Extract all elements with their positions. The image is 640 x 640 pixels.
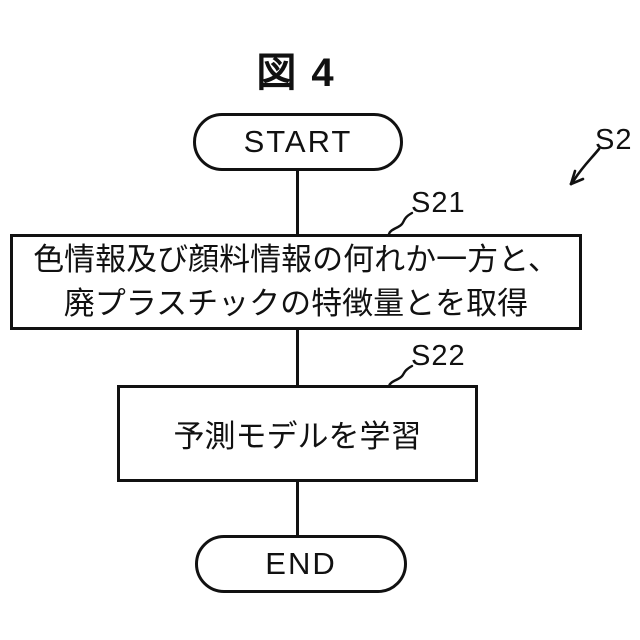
process-box-s22: 予測モデルを学習 [117,385,478,482]
process-box-s22-text: 予測モデルを学習 [173,419,422,454]
figure-title: 図 4 [256,51,336,95]
connector-s21-to-s22 [296,329,299,386]
leader-line-s22 [387,364,414,388]
end-terminal-label: END [265,546,337,581]
process-box-s21: 色情報及び顔料情報の何れか一方と、 廃プラスチックの特徴量とを取得 [10,234,582,330]
start-terminal: START [193,113,403,171]
connector-s22-to-end [296,481,299,536]
end-terminal: END [195,535,407,593]
start-terminal-label: START [243,124,353,159]
step-label-s22: S22 [411,340,466,372]
connector-start-to-s21 [296,170,299,235]
step-label-s21: S21 [411,187,466,219]
process-box-s21-line2: 廃プラスチックの特徴量とを取得 [63,286,529,321]
reference-label-s2: S2 [595,124,633,156]
process-box-s21-line1: 色情報及び顔料情報の何れか一方と、 [33,242,559,277]
leader-line-s21 [387,211,414,236]
